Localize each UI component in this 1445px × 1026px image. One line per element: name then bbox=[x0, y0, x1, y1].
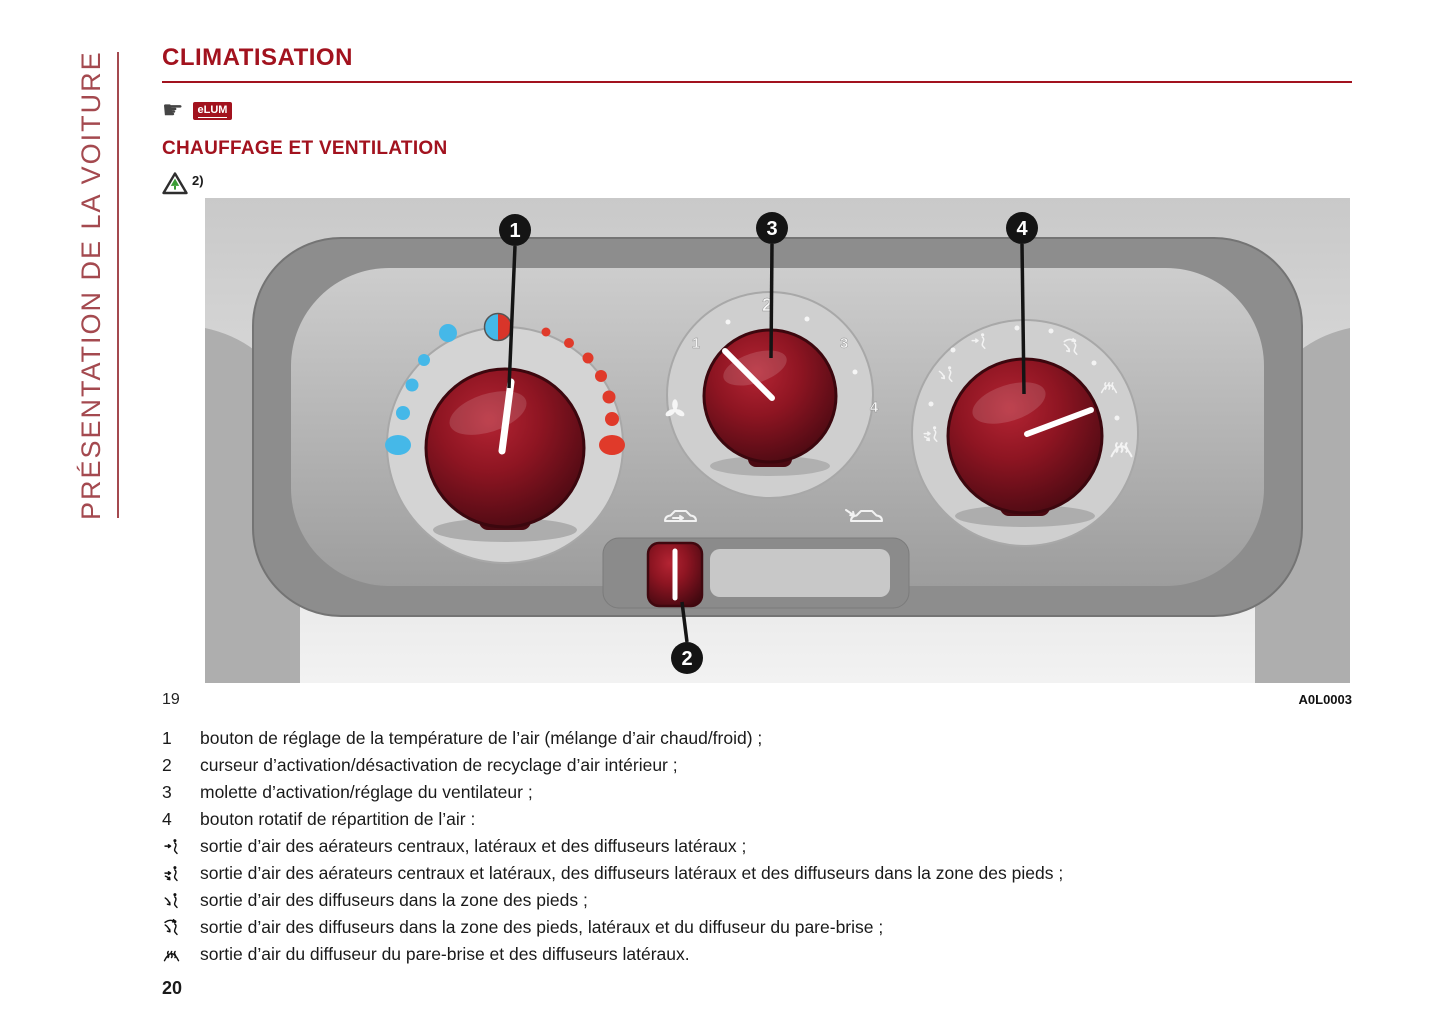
elum-label: eLUM bbox=[197, 104, 228, 118]
legend-text: bouton rotatif de répartition de l’air : bbox=[200, 809, 476, 829]
legend-number: 4 bbox=[162, 809, 172, 829]
legend-item-3: 3 molette d’activation/réglage du ventil… bbox=[162, 779, 1352, 806]
legend-number: 3 bbox=[162, 782, 172, 802]
callouts: 1 3 4 2 bbox=[499, 212, 1038, 674]
fan-knob bbox=[702, 328, 838, 476]
chapter-title-vertical: PRÉSENTATION DE LA VOITURE bbox=[76, 50, 106, 520]
temperature-knob bbox=[424, 367, 586, 542]
vent-face-feet-icon bbox=[162, 860, 200, 883]
svg-text:2: 2 bbox=[762, 295, 772, 315]
outlet-item-5: sortie d’air du diffuseur du pare-brise … bbox=[162, 941, 1352, 968]
svg-text:4: 4 bbox=[1016, 218, 1028, 240]
svg-text:3: 3 bbox=[766, 218, 777, 240]
callout-3: 3 bbox=[756, 212, 788, 244]
elum-row: ☛ eLUM bbox=[162, 98, 1352, 124]
elum-badge: eLUM bbox=[192, 102, 233, 120]
outlet-item-1: sortie d’air des aérateurs centraux, lat… bbox=[162, 833, 1352, 860]
vent-face-icon bbox=[162, 833, 200, 856]
note-row: 2) bbox=[162, 172, 1352, 198]
figure-legend: 1 bouton de réglage de la température de… bbox=[162, 725, 1352, 833]
climate-panel-illustration: 1 2 3 4 bbox=[205, 198, 1350, 683]
temperature-scale bbox=[385, 312, 625, 455]
pointing-hand-icon: ☛ bbox=[162, 97, 184, 124]
distribution-icons bbox=[924, 325, 1133, 458]
svg-text:4: 4 bbox=[870, 399, 879, 416]
legend-text: curseur d’activation/désactivation de re… bbox=[200, 755, 678, 775]
page-title: CLIMATISATION bbox=[162, 44, 353, 71]
svg-text:1: 1 bbox=[692, 335, 700, 352]
outlet-item-3: sortie d’air des diffuseurs dans la zone… bbox=[162, 887, 1352, 914]
distribution-knob bbox=[946, 357, 1104, 527]
legend-number: 2 bbox=[162, 755, 172, 775]
svg-text:3: 3 bbox=[840, 335, 848, 352]
page-content: CLIMATISATION ☛ eLUM CHAUFFAGE ET VENTIL… bbox=[162, 44, 1352, 999]
figure-number: 19 bbox=[162, 691, 180, 708]
legend-text: molette d’activation/réglage du ventilat… bbox=[200, 782, 533, 802]
figure-code: A0L0003 bbox=[1298, 692, 1352, 707]
page-number: 20 bbox=[162, 978, 183, 998]
title-rule bbox=[162, 81, 1352, 83]
fresh-air-icon bbox=[845, 509, 883, 522]
recirculation-icon bbox=[664, 510, 697, 522]
legend-number: 1 bbox=[162, 728, 172, 748]
outlet-item-4: sortie d’air des diffuseurs dans la zone… bbox=[162, 914, 1352, 941]
svg-text:2: 2 bbox=[681, 648, 692, 670]
eco-warning-icon bbox=[162, 172, 188, 200]
callout-4: 4 bbox=[1006, 212, 1038, 244]
outlet-text: sortie d’air des diffuseurs dans la zone… bbox=[200, 917, 884, 937]
callout-2: 2 bbox=[671, 642, 703, 674]
legend-item-2: 2 curseur d’activation/désactivation de … bbox=[162, 752, 1352, 779]
recirculation-slider bbox=[646, 541, 704, 608]
legend-item-4: 4 bouton rotatif de répartition de l’air… bbox=[162, 806, 1352, 833]
legend-text: bouton de réglage de la température de l… bbox=[200, 728, 763, 748]
callout-1: 1 bbox=[499, 214, 531, 246]
section-title: CHAUFFAGE ET VENTILATION bbox=[162, 138, 448, 159]
climate-panel-figure: 1 2 3 4 bbox=[205, 198, 1350, 683]
outlet-text: sortie d’air des aérateurs centraux et l… bbox=[200, 863, 1064, 883]
legend-item-1: 1 bouton de réglage de la température de… bbox=[162, 725, 1352, 752]
note-reference: 2) bbox=[192, 173, 204, 188]
vent-windshield-icon bbox=[162, 941, 200, 964]
sidebar-rule bbox=[117, 52, 119, 518]
vent-feet-windshield-icon bbox=[162, 914, 200, 937]
figure-caption-row: 19 A0L0003 bbox=[162, 691, 1352, 709]
vent-feet-icon bbox=[162, 887, 200, 910]
outlet-text: sortie d’air du diffuseur du pare-brise … bbox=[200, 944, 690, 964]
air-outlet-legend: sortie d’air des aérateurs centraux, lat… bbox=[162, 833, 1352, 968]
outlet-text: sortie d’air des aérateurs centraux, lat… bbox=[200, 836, 747, 856]
outlet-text: sortie d’air des diffuseurs dans la zone… bbox=[200, 890, 588, 910]
chapter-sidebar: PRÉSENTATION DE LA VOITURE bbox=[76, 50, 119, 520]
outlet-item-2: sortie d’air des aérateurs centraux et l… bbox=[162, 860, 1352, 887]
svg-text:1: 1 bbox=[509, 220, 520, 242]
fan-icon bbox=[665, 399, 685, 417]
fan-scale: 1 2 3 4 bbox=[665, 295, 879, 417]
